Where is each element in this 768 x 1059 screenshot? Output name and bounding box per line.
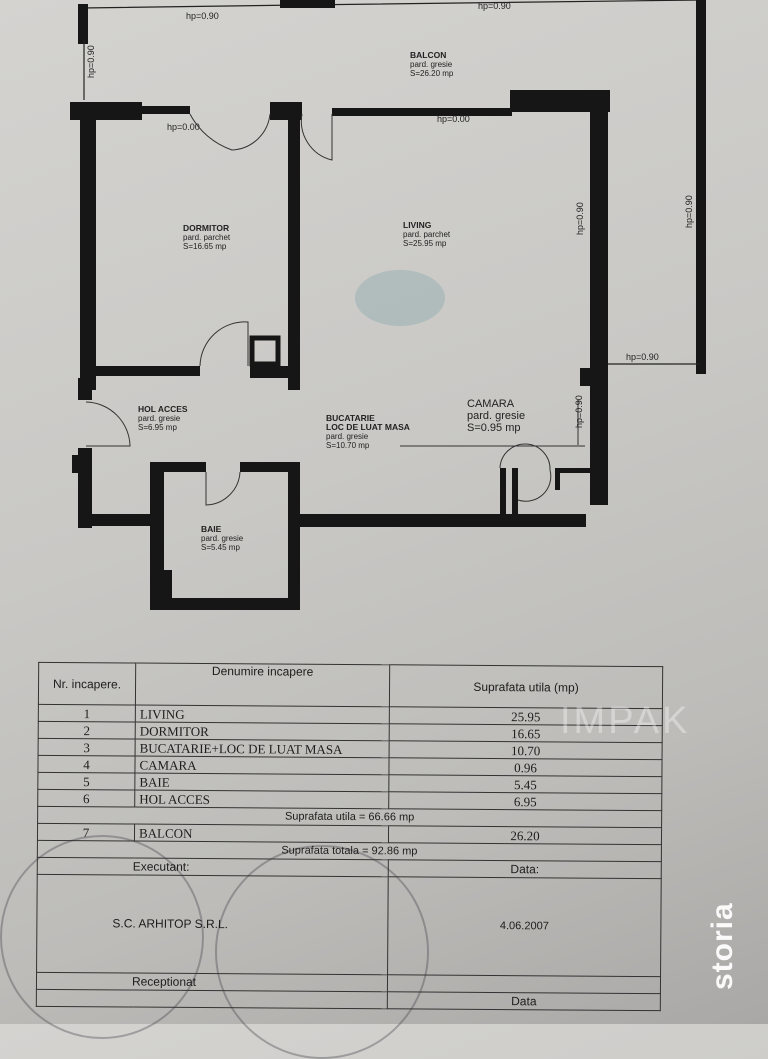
floor-plan	[70, 0, 706, 610]
cell-area: 6.95	[388, 791, 662, 811]
cell-name: DORMITOR	[135, 722, 390, 741]
hp-label: hp=0.90	[186, 11, 219, 21]
hp-label: hp=0.00	[167, 122, 200, 132]
cell-name: BALCON	[134, 823, 389, 843]
cell-area: 26.20	[388, 825, 662, 845]
room-name: BAIE	[201, 524, 222, 534]
cell-area: 5.45	[388, 774, 662, 794]
room-area: S=26.20 mp	[410, 69, 454, 78]
room-name: BUCATARIE	[326, 413, 375, 423]
room-floor: pard. gresie	[326, 432, 369, 441]
room-name: HOL ACCES	[138, 404, 188, 414]
room-floor: pard. parchet	[403, 230, 451, 239]
company-name: S.C. ARHITOP S.R.L.	[36, 874, 389, 975]
cell-nr: 2	[38, 721, 136, 740]
room-floor: pard. gresie	[410, 60, 453, 69]
cell-name: LIVING	[135, 705, 390, 724]
hp-label: hp=0.90	[574, 395, 584, 428]
walls	[70, 0, 706, 610]
cell-area: 0.96	[388, 757, 663, 777]
date-row: Data	[36, 989, 661, 1011]
hp-label: hp=0.90	[626, 352, 659, 362]
room-name: LIVING	[403, 220, 432, 230]
date-label: Data:	[388, 859, 662, 879]
cell-area: 10.70	[389, 740, 663, 760]
date-value: 4.06.2007	[387, 876, 662, 977]
watermark: IMPAK	[560, 700, 691, 742]
hp-label: hp=0.90	[684, 195, 694, 228]
cell-nr: 5	[37, 772, 135, 791]
cell-nr: 3	[38, 738, 136, 757]
hp-label: hp=0.90	[575, 202, 585, 235]
date-label-2: Data	[387, 991, 661, 1011]
hp-label: hp=0.90	[478, 1, 511, 11]
room-area: S=16.65 mp	[183, 242, 227, 251]
signature-row: S.C. ARHITOP S.R.L.4.06.2007	[36, 874, 662, 977]
room-name: CAMARA	[467, 398, 515, 410]
room-area: S=6.95 mp	[138, 423, 177, 432]
storia-logo: storia	[706, 902, 739, 990]
cell-nr: 4	[37, 755, 136, 774]
cell-nr: 6	[37, 789, 135, 807]
room-name-2: LOC DE LUAT MASA	[326, 422, 410, 432]
cell-nr: 1	[38, 704, 136, 723]
room-name: DORMITOR	[183, 223, 230, 233]
room-area: S=5.45 mp	[201, 543, 240, 552]
header-name: Denumire incapere	[135, 663, 390, 707]
door-swings	[85, 113, 585, 506]
room-floor: pard. gresie	[201, 534, 244, 543]
room-floor: pard. gresie	[467, 410, 526, 422]
hp-label: hp=0.90	[86, 45, 96, 78]
room-area: S=0.95 mp	[467, 422, 521, 434]
room-area: S=10.70 mp	[326, 441, 370, 450]
cell-name: BAIE	[134, 773, 389, 792]
cell-name: CAMARA	[134, 756, 390, 775]
cell-name: BUCATARIE+LOC DE LUAT MASA	[135, 739, 390, 758]
room-floor: pard. gresie	[138, 414, 181, 423]
hp-label: hp=0.00	[437, 114, 470, 124]
cell-nr: 7	[37, 823, 135, 841]
room-name: BALCON	[410, 50, 447, 60]
room-floor: pard. parchet	[183, 233, 231, 242]
room-area: S=25.95 mp	[403, 239, 447, 248]
stain	[355, 270, 445, 326]
header-nr: Nr. incapere.	[38, 662, 136, 706]
cell-name: HOL ACCES	[134, 790, 389, 809]
